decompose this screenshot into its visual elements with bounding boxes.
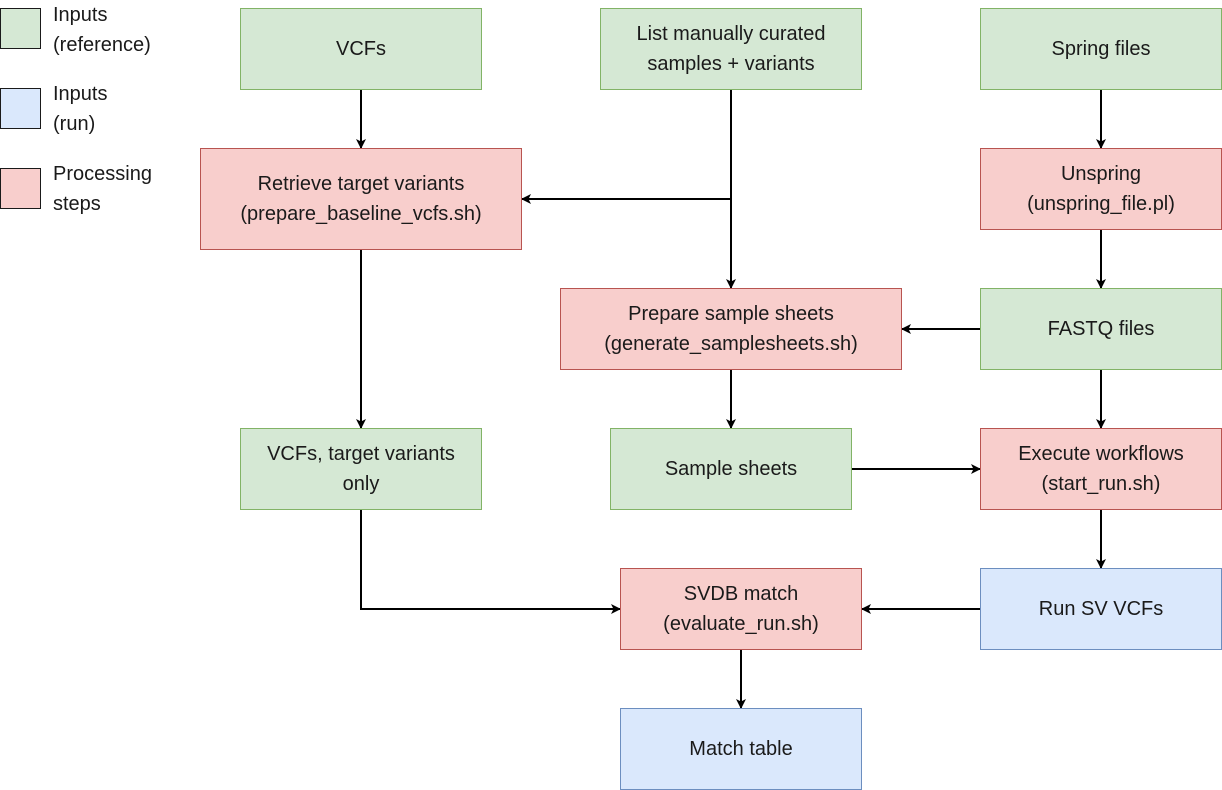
node-fastq-files: FASTQ files bbox=[980, 288, 1222, 370]
node-retrieve-target-variants: Retrieve target variants (prepare_baseli… bbox=[200, 148, 522, 250]
legend-swatch-reference bbox=[0, 8, 41, 49]
node-svdb-match: SVDB match (evaluate_run.sh) bbox=[620, 568, 862, 650]
legend-label-reference: Inputs (reference) bbox=[53, 4, 151, 56]
arrow-curated-to-retrieve bbox=[521, 90, 732, 204]
node-curated-list: List manually curated samples + variants bbox=[600, 8, 862, 90]
node-vcfs-target-variants: VCFs, target variants only bbox=[240, 428, 482, 510]
node-run-sv-vcfs: Run SV VCFs bbox=[980, 568, 1222, 650]
node-prepare-sample-sheets: Prepare sample sheets (generate_samplesh… bbox=[560, 288, 902, 370]
legend-swatch-processing bbox=[0, 168, 41, 209]
node-spring-files: Spring files bbox=[980, 8, 1222, 90]
node-match-table: Match table bbox=[620, 708, 862, 790]
legend-label-processing: Processing steps bbox=[53, 163, 152, 215]
arrow-vcfs-target-to-svdb bbox=[360, 510, 621, 614]
legend-swatch-run bbox=[0, 88, 41, 129]
node-execute-workflows: Execute workflows (start_run.sh) bbox=[980, 428, 1222, 510]
node-unspring: Unspring (unspring_file.pl) bbox=[980, 148, 1222, 230]
node-sample-sheets: Sample sheets bbox=[610, 428, 852, 510]
node-vcfs: VCFs bbox=[240, 8, 482, 90]
legend-label-run: Inputs (run) bbox=[53, 83, 108, 135]
